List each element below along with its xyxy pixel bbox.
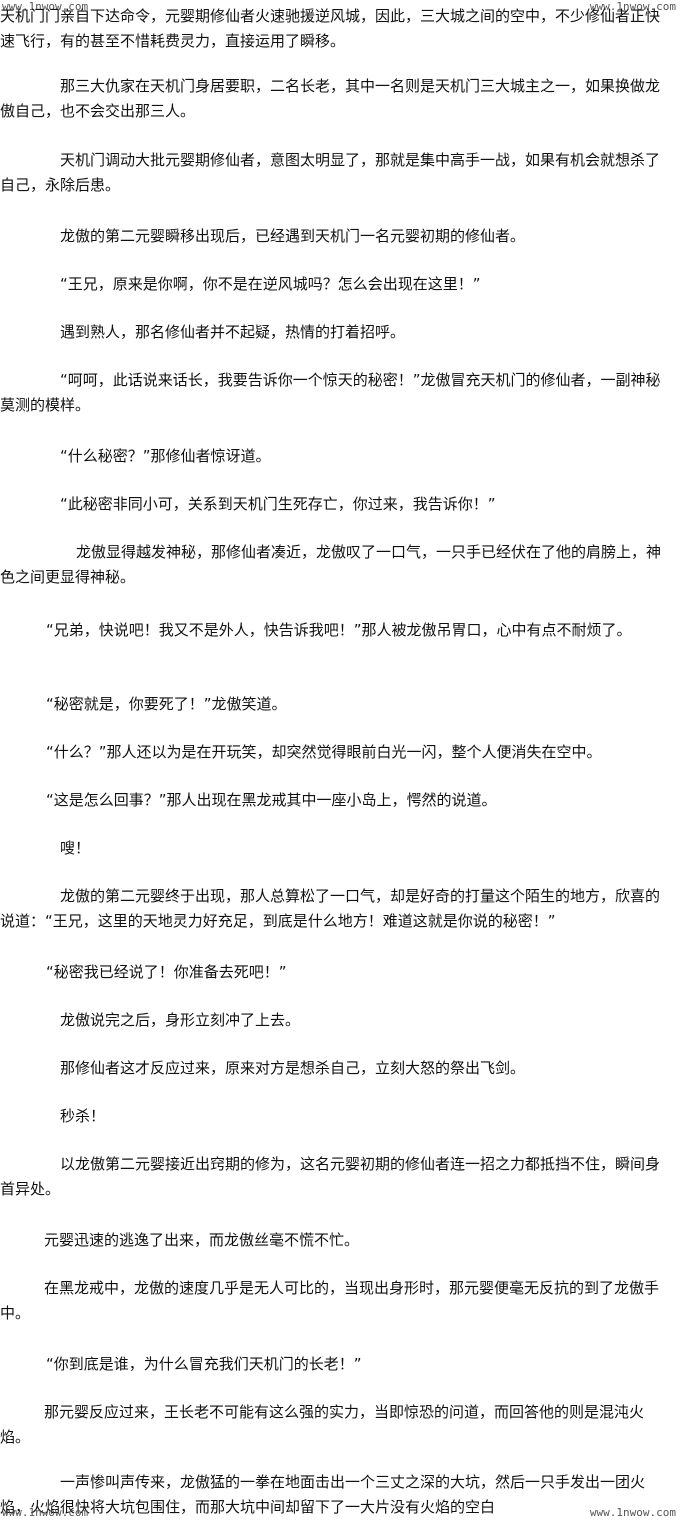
watermark-bottom-right: www.1nwow.com <box>589 1506 676 1519</box>
paragraph-14: “这是怎么回事？”那人出现在黑龙戒其中一座小岛上，愕然的说道。 <box>46 791 497 809</box>
paragraph-4: 龙傲的第二元婴瞬移出现后，已经遇到天机门一名元婴初期的修仙者。 <box>60 227 526 245</box>
paragraph-2: 那三大仇家在天机门身居要职，二名长老，其中一名则是天机门三大城主之一，如果换做龙… <box>0 77 661 120</box>
paragraph-8: “什么秘密？”那修仙者惊讶道。 <box>60 447 271 465</box>
paragraph-18: 龙傲说完之后，身形立刻冲了上去。 <box>60 1011 301 1029</box>
paragraph-20: 秒杀！ <box>60 1107 106 1125</box>
paragraph-16: 龙傲的第二元婴终于出现，那人总算松了一口气，却是好奇的打量这个陌生的地方，欣喜的… <box>0 887 661 930</box>
paragraph-1: 天机门门亲自下达命令，元婴期修仙者火速驰援逆风城，因此，三大城之间的空中，不少修… <box>0 7 661 50</box>
paragraph-23: 在黑龙戒中，龙傲的速度几乎是无人可比的，当现出身形时，那元婴便毫无反抗的到了龙傲… <box>0 1279 660 1322</box>
watermark-top-right: www.1nwow.com <box>589 0 676 13</box>
paragraph-17: “秘密我已经说了！你准备去死吧！” <box>46 963 287 981</box>
paragraph-9: “此秘密非同小可，关系到天机门生死存亡，你过来，我告诉你！” <box>60 495 496 513</box>
paragraph-21: 以龙傲第二元婴接近出窍期的修为，这名元婴初期的修仙者连一招之力都抵挡不住，瞬间身… <box>0 1155 661 1198</box>
watermark-top-left: www.1nwow.com <box>2 0 89 13</box>
paragraph-12: “秘密就是，你要死了！”龙傲笑道。 <box>46 695 287 713</box>
paragraph-11: “兄弟，快说吧！我又不是外人，快告诉我吧！”那人被龙傲吊胃口，心中有点不耐烦了。 <box>46 621 632 639</box>
paragraph-5: “王兄，原来是你啊，你不是在逆风城吗？怎么会出现在这里！” <box>60 275 481 293</box>
paragraph-15: 嗖！ <box>60 839 91 857</box>
paragraph-26: 一声惨叫声传来，龙傲猛的一拳在地面击出一个三丈之深的大坑，然后一只手发出一团火焰… <box>0 1473 646 1516</box>
paragraph-24: “你到底是谁，为什么冒充我们天机门的长老！” <box>46 1355 362 1373</box>
paragraph-25: 那元婴反应过来，王长老不可能有这么强的实力，当即惊恐的问道，而回答他的则是混沌火… <box>0 1403 645 1446</box>
watermark-bottom-left: www.1nwow.com <box>2 1506 89 1519</box>
paragraph-19: 那修仙者这才反应过来，原来对方是想杀自己，立刻大怒的祭出飞剑。 <box>60 1059 526 1077</box>
paragraph-3: 天机门调动大批元婴期修仙者，意图太明显了，那就是集中高手一战，如果有机会就想杀了… <box>0 151 661 194</box>
paragraph-22: 元婴迅速的逃逸了出来，而龙傲丝毫不慌不忙。 <box>44 1231 360 1249</box>
paragraph-10: 龙傲显得越发神秘，那修仙者凑近，龙傲叹了一口气，一只手已经伏在了他的肩膀上，神色… <box>0 543 662 586</box>
paragraph-7: “呵呵，此话说来话长，我要告诉你一个惊天的秘密！”龙傲冒充天机门的修仙者，一副神… <box>0 371 661 414</box>
paragraph-13: “什么？”那人还以为是在开玩笑，却突然觉得眼前白光一闪，整个人便消失在空中。 <box>46 743 602 761</box>
paragraph-6: 遇到熟人，那名修仙者并不起疑，热情的打着招呼。 <box>60 323 406 341</box>
